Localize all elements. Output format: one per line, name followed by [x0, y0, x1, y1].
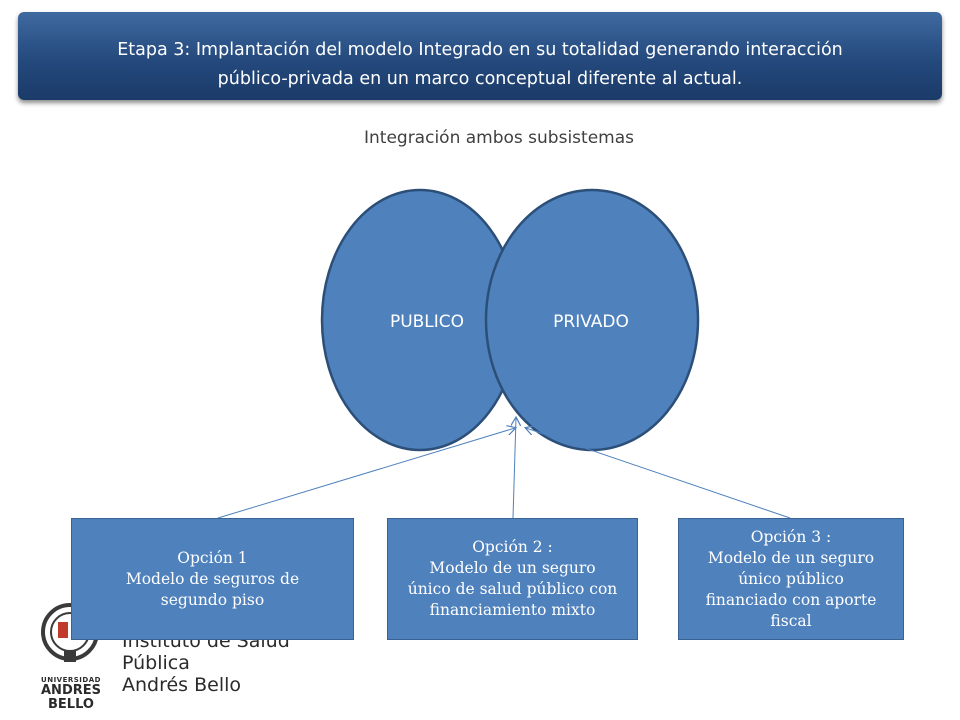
- option-1-line: segundo piso: [160, 590, 265, 609]
- option-2-line: Modelo de un seguro: [429, 559, 596, 577]
- option-1-title: Opción 1: [177, 548, 248, 567]
- university-name: UNIVERSIDAD ANDRES BELLO: [26, 676, 116, 712]
- option-3-line: Modelo de un seguro: [707, 548, 875, 567]
- header-banner: Etapa 3: Implantación del modelo Integra…: [18, 12, 942, 100]
- option-2-line: financiamiento mixto: [429, 601, 596, 619]
- option-3-line: único público: [738, 569, 844, 588]
- institute-name-line-2: Andrés Bello: [122, 674, 242, 696]
- option-3-line: fiscal: [770, 611, 812, 630]
- option-2-title: Opción 2 :: [472, 538, 553, 556]
- arrow-option-1: [217, 428, 515, 519]
- university-label-big: ANDRES BELLO: [41, 683, 101, 712]
- public-label: PUBLICO: [390, 312, 464, 332]
- option-2-box: Opción 2 : Modelo de un seguro único de …: [387, 518, 638, 640]
- arrow-option-3: [526, 428, 791, 519]
- option-3-box: Opción 3 : Modelo de un seguro único púb…: [678, 518, 904, 640]
- institution-logo: Instituto de Salud Pública Andrés Bello …: [40, 600, 360, 712]
- option-2-line: único de salud público con: [407, 580, 618, 598]
- university-label-small: UNIVERSIDAD: [41, 676, 101, 684]
- option-1-line: Modelo de seguros de: [125, 569, 300, 588]
- private-label: PRIVADO: [553, 312, 629, 332]
- option-1-box: Opción 1 Modelo de seguros de segundo pi…: [71, 518, 354, 640]
- diagram-subtitle: Integración ambos subsistemas: [363, 128, 634, 148]
- header-line-1: Etapa 3: Implantación del modelo Integra…: [117, 40, 843, 60]
- option-3-line: financiado con aporte: [705, 590, 877, 609]
- header-line-2: público-privada en un marco conceptual d…: [217, 69, 743, 89]
- option-3-title: Opción 3 :: [750, 527, 832, 546]
- arrow-option-2: [513, 418, 516, 519]
